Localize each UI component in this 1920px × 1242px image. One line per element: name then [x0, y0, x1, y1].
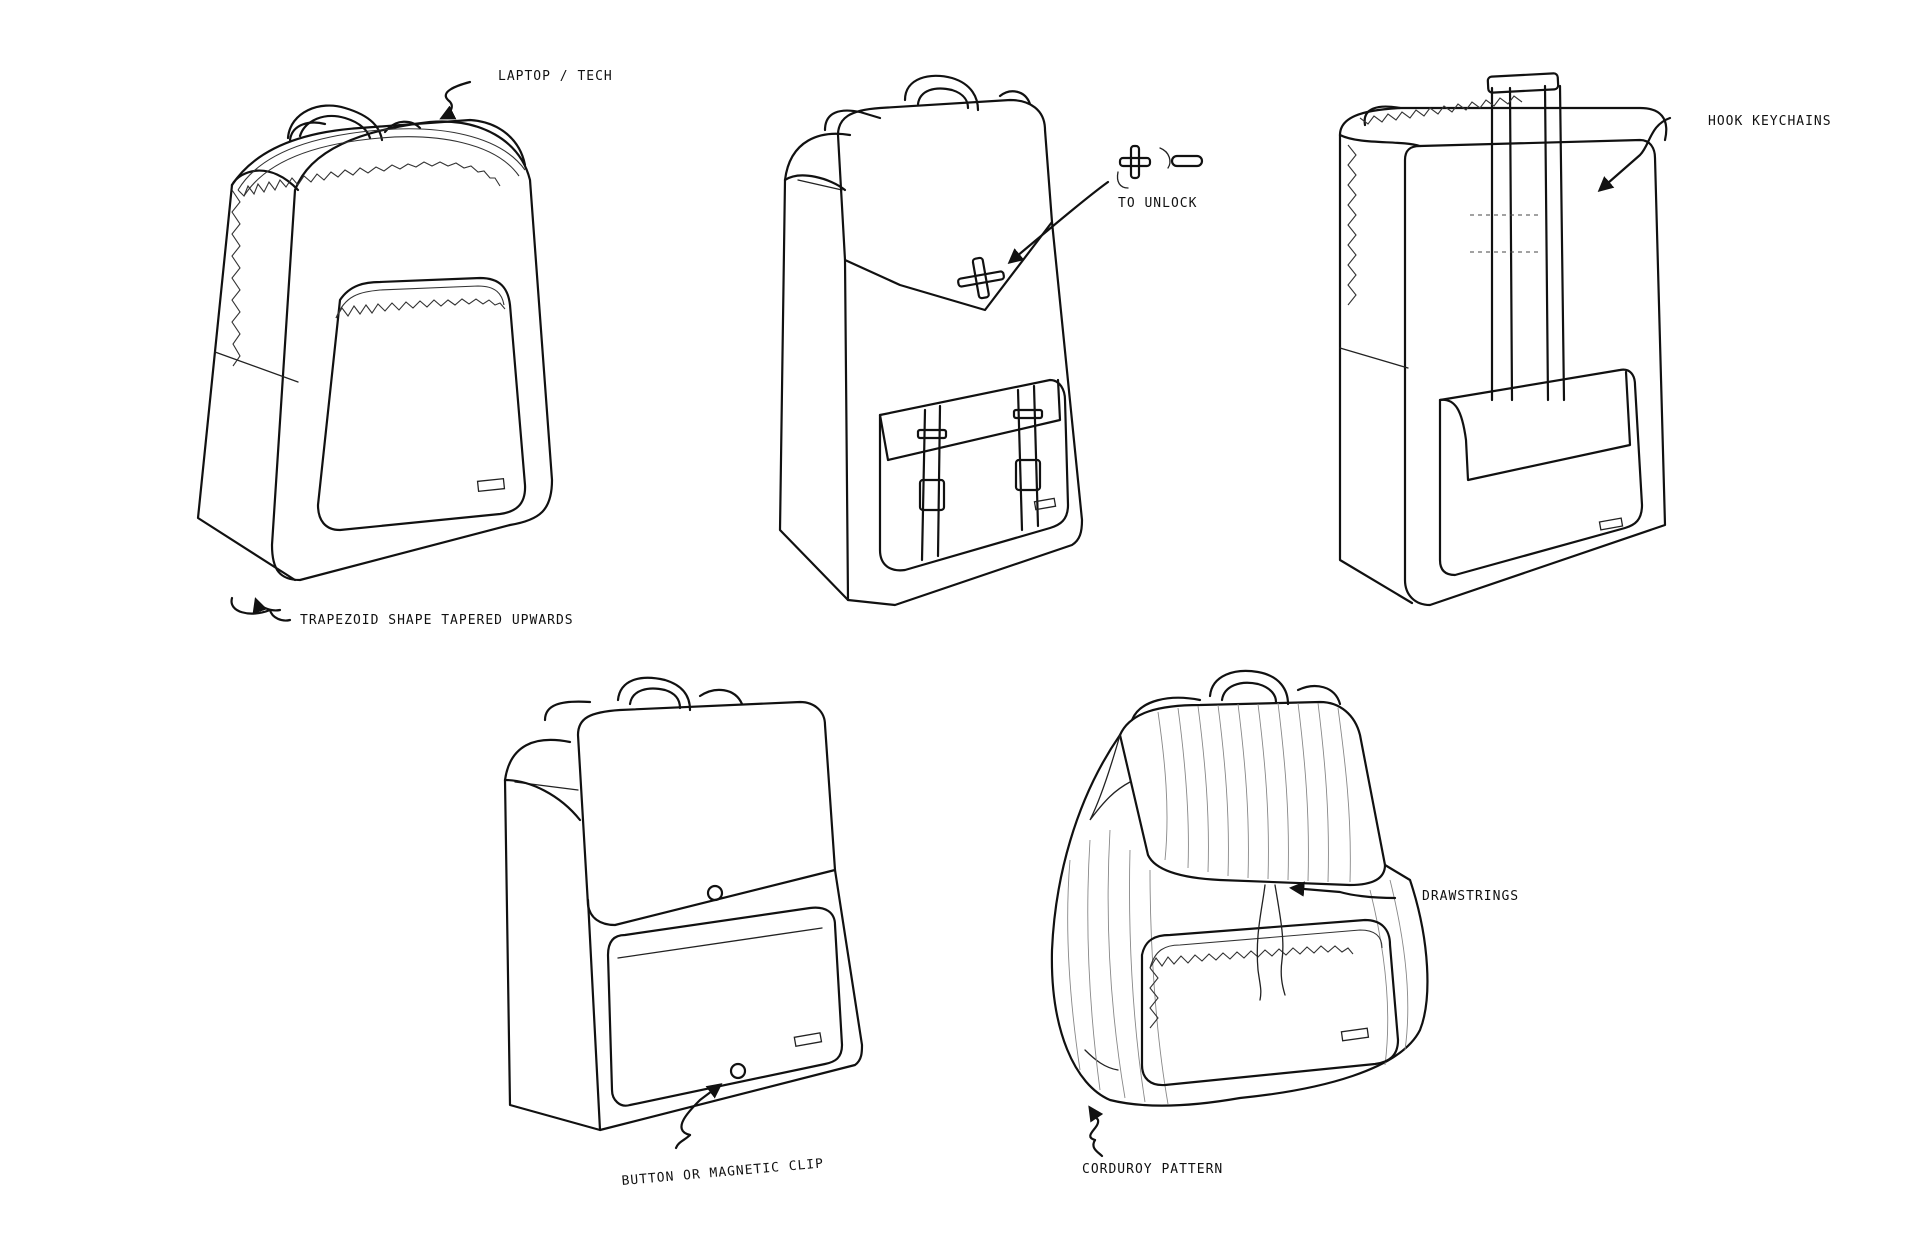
backpack-button-clip-sketch: BUTTON OR MAGNETIC CLIP	[503, 676, 864, 1189]
toggle-lock-detail	[1116, 144, 1204, 189]
annotation-button-clip: BUTTON OR MAGNETIC CLIP	[621, 1156, 825, 1189]
backpack-corduroy-drawstring-sketch: DRAWSTRINGS CORDUROY PATTERN	[1050, 669, 1519, 1177]
backpack-toggle-flap-sketch: TO UNLOCK	[778, 74, 1204, 607]
annotation-laptop-tech: LAPTOP / TECH	[498, 69, 613, 84]
annotation-drawstrings: DRAWSTRINGS	[1422, 889, 1519, 904]
backpack-trapezoid-sketch: LAPTOP / TECH TRAPEZOID SHAPE TAPERED UP…	[196, 69, 613, 628]
annotation-trapezoid-shape: TRAPEZOID SHAPE TAPERED UPWARDS	[300, 613, 574, 628]
backpack-hook-keychain-sketch: HOOK KEYCHAINS	[1338, 72, 1832, 607]
annotation-to-unlock: TO UNLOCK	[1118, 196, 1197, 211]
annotation-corduroy-pattern: CORDUROY PATTERN	[1082, 1162, 1223, 1177]
annotation-hook-keychains: HOOK KEYCHAINS	[1708, 114, 1832, 129]
